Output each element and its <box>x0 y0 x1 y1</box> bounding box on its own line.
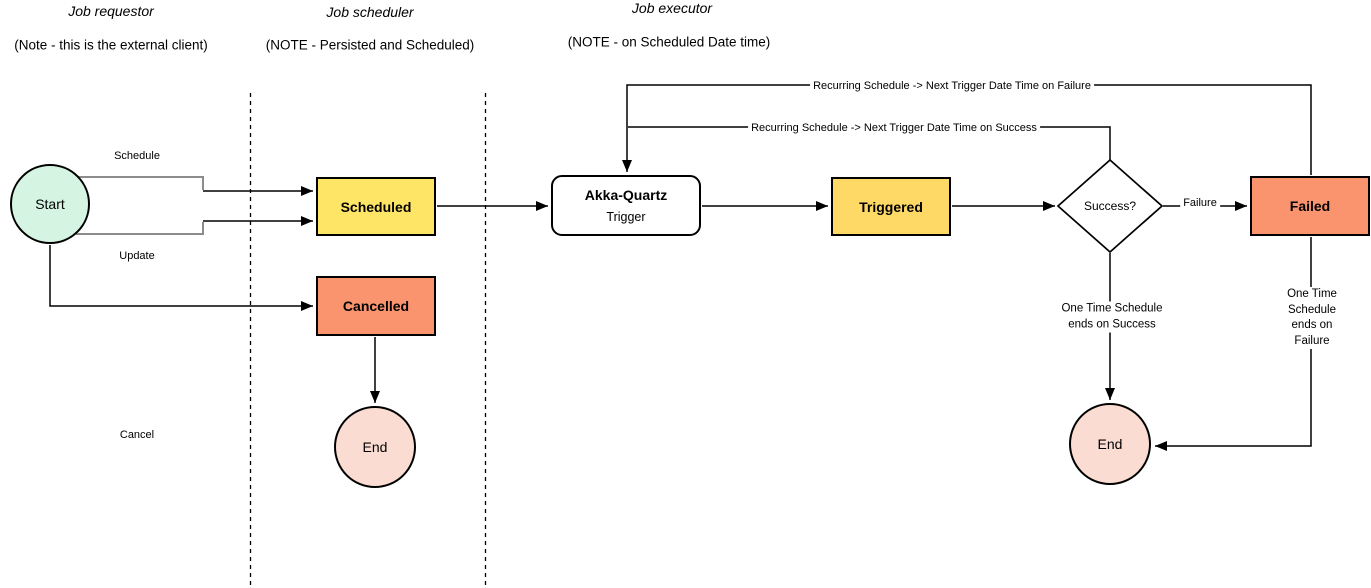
cancelled-node: Cancelled <box>316 276 436 336</box>
lane-title-job-requestor: Job requestor <box>68 3 154 19</box>
edge-label-recurring-failure: Recurring Schedule -> Next Trigger Date … <box>810 80 1094 92</box>
akka-quartz-trigger-node: Akka-Quartz Trigger <box>551 175 701 236</box>
lane-title-job-executor: Job executor <box>631 0 713 16</box>
lane-title-job-scheduler: Job scheduler <box>326 4 414 20</box>
edge-label-one-time-failure: One Time Schedule ends on Failure <box>1282 286 1342 350</box>
end-node-cancelled: End <box>334 406 416 488</box>
triggered-node: Triggered <box>831 177 951 236</box>
edge-label-recurring-success: Recurring Schedule -> Next Trigger Date … <box>748 122 1040 134</box>
akka-quartz-title: Akka-Quartz <box>584 187 668 203</box>
success-decision-label: Success? <box>1083 199 1137 213</box>
lane-note-job-requestor: (Note - this is the external client) <box>14 37 208 53</box>
start-node: Start <box>10 164 90 244</box>
decision-diamond <box>1056 158 1164 254</box>
lane-note-job-scheduler: (NOTE - Persisted and Scheduled) <box>265 37 475 53</box>
edge-label-failure: Failure <box>1180 197 1220 209</box>
akka-quartz-subtitle: Trigger <box>606 210 646 224</box>
edge-label-one-time-success: One Time Schedule ends on Success <box>1058 301 1166 333</box>
lane-note-job-executor: (NOTE - on Scheduled Date time) <box>567 34 771 50</box>
end-node-executor: End <box>1069 403 1151 485</box>
start-bracket-bottom <box>76 222 204 235</box>
edge-label-update: Update <box>119 250 155 262</box>
edge-label-schedule: Schedule <box>114 150 160 162</box>
failed-node: Failed <box>1250 176 1370 236</box>
start-bracket-top <box>76 176 204 190</box>
edge-cancel <box>49 245 313 311</box>
scheduled-node: Scheduled <box>316 177 436 236</box>
edge-label-cancel: Cancel <box>119 429 155 441</box>
